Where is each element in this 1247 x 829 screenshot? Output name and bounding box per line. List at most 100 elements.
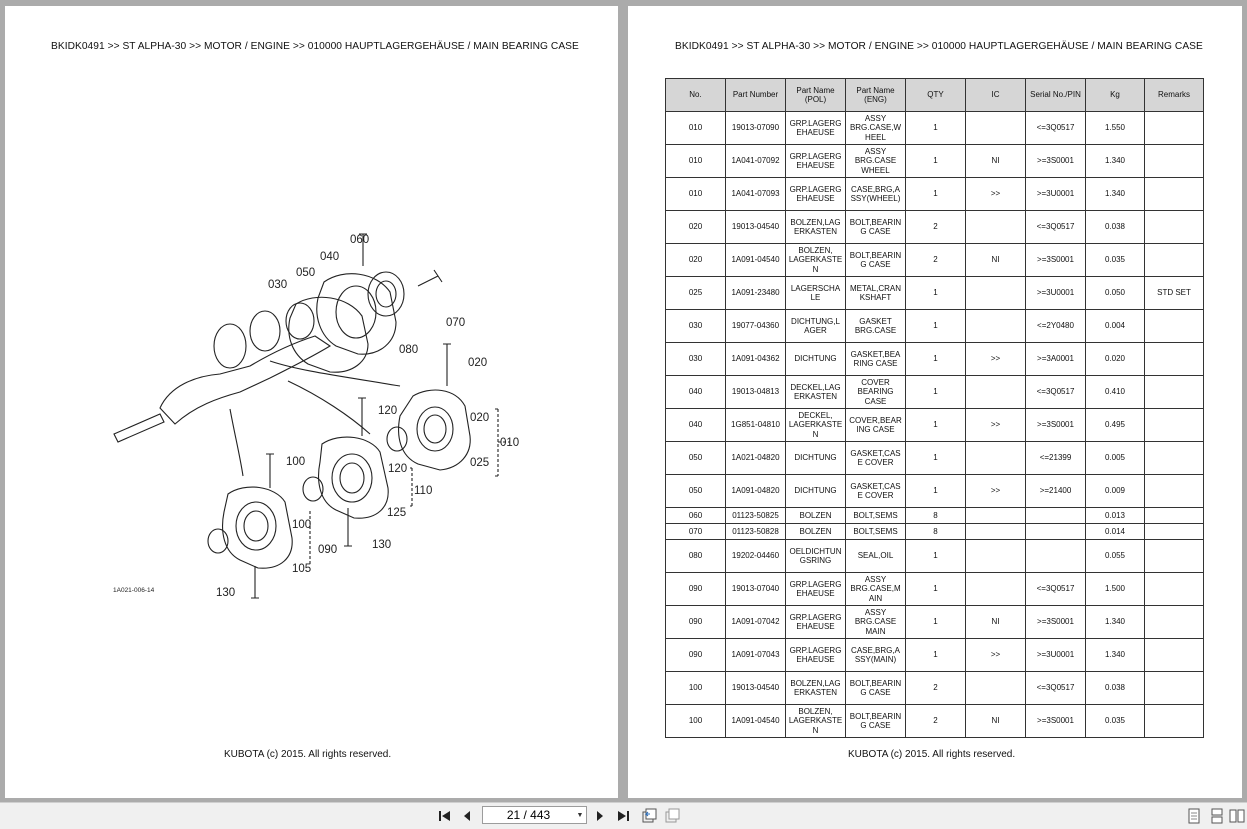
table-cell: 030 xyxy=(665,309,726,343)
table-cell: 0.004 xyxy=(1085,309,1145,343)
table-cell: NI xyxy=(965,704,1026,738)
page-number-field[interactable]: 21 / 443 ▼ xyxy=(482,806,587,824)
table-cell xyxy=(965,375,1026,409)
table-cell: OELDICHTUN GSRING xyxy=(785,539,846,573)
next-page-icon[interactable] xyxy=(591,807,609,825)
table-cell: 0.035 xyxy=(1085,243,1145,277)
last-page-icon[interactable] xyxy=(614,807,632,825)
table-cell: BOLT,BEARIN G CASE xyxy=(845,210,906,244)
callout: 130 xyxy=(216,587,235,599)
table-cell: BOLT,SEMS xyxy=(845,523,906,540)
table-cell xyxy=(1144,671,1204,705)
table-cell: 0.038 xyxy=(1085,210,1145,244)
left-page: BKIDK0491 >> ST ALPHA-30 >> MOTOR / ENGI… xyxy=(5,6,618,798)
callout: 025 xyxy=(470,457,489,469)
table-cell: NI xyxy=(965,144,1026,178)
table-cell: >> xyxy=(965,474,1026,508)
table-cell: METAL,CRAN KSHAFT xyxy=(845,276,906,310)
chevron-down-icon[interactable]: ▼ xyxy=(576,811,584,819)
table-cell: 1.340 xyxy=(1085,144,1145,178)
single-page-view-icon[interactable] xyxy=(1185,807,1203,825)
table-cell: 1 xyxy=(905,144,966,178)
table-cell: 19013-04813 xyxy=(725,375,786,409)
first-page-icon[interactable] xyxy=(436,807,454,825)
prev-page-icon[interactable] xyxy=(458,807,476,825)
table-cell: 0.495 xyxy=(1085,408,1145,442)
column-header: Serial No./PIN xyxy=(1025,78,1086,112)
column-header: IC xyxy=(965,78,1026,112)
page-footer: KUBOTA (c) 2015. All rights reserved. xyxy=(224,749,392,760)
table-cell xyxy=(965,441,1026,475)
callout: 120 xyxy=(378,405,397,417)
table-cell: 1.550 xyxy=(1085,111,1145,145)
table-cell: 070 xyxy=(665,523,726,540)
table-cell: <=3Q0517 xyxy=(1025,111,1086,145)
table-cell: 010 xyxy=(665,111,726,145)
table-cell: ASSY BRG.CASE WHEEL xyxy=(845,144,906,178)
table-cell: 1A091-04540 xyxy=(725,243,786,277)
table-cell: 1 xyxy=(905,276,966,310)
table-cell xyxy=(1025,539,1086,573)
continuous-view-icon[interactable] xyxy=(1208,807,1226,825)
column-header: No. xyxy=(665,78,726,112)
table-cell: 1 xyxy=(905,375,966,409)
column-header: Kg xyxy=(1085,78,1145,112)
table-cell: <=3Q0517 xyxy=(1025,572,1086,606)
table-cell: 0.009 xyxy=(1085,474,1145,508)
table-cell: 1.340 xyxy=(1085,638,1145,672)
table-cell xyxy=(1144,144,1204,178)
table-cell: 050 xyxy=(665,441,726,475)
table-cell: 1A041-07092 xyxy=(725,144,786,178)
table-cell: 040 xyxy=(665,408,726,442)
table-cell: 1A091-04362 xyxy=(725,342,786,376)
table-cell: 020 xyxy=(665,210,726,244)
table-cell: BOLZEN, LAGERKASTE N xyxy=(785,704,846,738)
table-cell: >=3S0001 xyxy=(1025,605,1086,639)
table-cell: >=3U0001 xyxy=(1025,276,1086,310)
callout: 080 xyxy=(399,344,418,356)
table-cell: 010 xyxy=(665,177,726,211)
table-cell: 1A091-23480 xyxy=(725,276,786,310)
previous-view-icon[interactable] xyxy=(640,807,658,825)
table-cell xyxy=(965,309,1026,343)
table-cell xyxy=(1144,474,1204,508)
crankshaft xyxy=(113,335,332,443)
table-cell: 1 xyxy=(905,177,966,211)
table-cell xyxy=(1144,210,1204,244)
callout: 105 xyxy=(292,563,311,575)
column-header: QTY xyxy=(905,78,966,112)
table-cell: 0.020 xyxy=(1085,342,1145,376)
table-cell: 0.013 xyxy=(1085,507,1145,524)
table-cell: 2 xyxy=(905,210,966,244)
table-cell: GASKET,CAS E COVER xyxy=(845,441,906,475)
table-cell: 1.340 xyxy=(1085,605,1145,639)
table-cell: 1 xyxy=(905,474,966,508)
table-cell xyxy=(965,539,1026,573)
table-cell: >=3A0001 xyxy=(1025,342,1086,376)
table-cell: 040 xyxy=(665,375,726,409)
table-cell: 0.038 xyxy=(1085,671,1145,705)
facing-view-icon[interactable] xyxy=(1228,807,1246,825)
table-cell: BOLT,SEMS xyxy=(845,507,906,524)
table-cell xyxy=(965,671,1026,705)
table-cell: DICHTUNG,L AGER xyxy=(785,309,846,343)
table-cell: <=3Q0517 xyxy=(1025,375,1086,409)
table-cell: <=21399 xyxy=(1025,441,1086,475)
bearing-case-010 xyxy=(398,389,471,471)
table-cell: 1 xyxy=(905,572,966,606)
next-view-icon[interactable] xyxy=(663,807,681,825)
table-cell: 1A041-07093 xyxy=(725,177,786,211)
page-header: BKIDK0491 >> ST ALPHA-30 >> MOTOR / ENGI… xyxy=(675,41,1203,52)
table-cell: 19013-04540 xyxy=(725,671,786,705)
table-cell: ASSY BRG.CASE,W HEEL xyxy=(845,111,906,145)
